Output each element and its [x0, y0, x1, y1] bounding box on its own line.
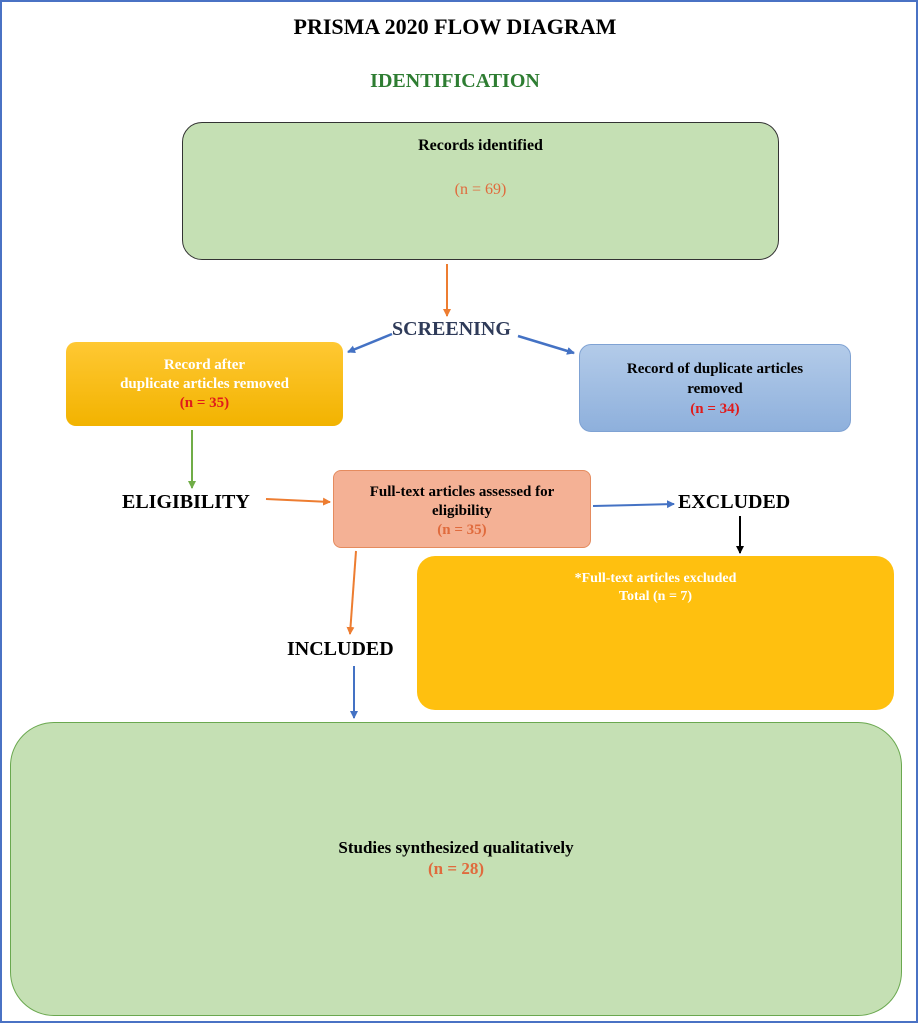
full-text-assessed-count: (n = 35) [437, 522, 487, 538]
after-duplicates-count: (n = 35) [179, 395, 230, 411]
after-duplicates-box: Record after duplicate articles removed … [66, 342, 343, 426]
stage-excluded: EXCLUDED [678, 491, 791, 513]
records-identified-count: (n = 69) [454, 181, 507, 198]
duplicates-removed-line2: removed [687, 381, 743, 397]
full-text-assessed-line2: eligibility [432, 503, 492, 519]
after-duplicates-line1: Record after [163, 357, 246, 373]
full-text-excluded-line1: *Full-text articles excluded [574, 571, 737, 586]
diagram-title: PRISMA 2020 FLOW DIAGRAM [293, 14, 617, 39]
stage-identification: IDENTIFICATION [370, 70, 540, 92]
stage-eligibility: ELIGIBILITY [122, 491, 250, 513]
duplicates-removed-line1: Record of duplicate articles [626, 361, 804, 377]
duplicates-removed-count: (n = 34) [690, 401, 740, 417]
duplicates-removed-box: Record of duplicate articles removed (n … [579, 344, 851, 432]
synthesized-box: Studies synthesized qualitatively (n = 2… [10, 722, 902, 1016]
full-text-excluded-box: *Full-text articles excluded Total (n = … [417, 556, 894, 710]
stage-screening: SCREENING [392, 318, 511, 340]
arrow-screening-to-after [347, 332, 393, 354]
records-identified-box: Records identified (n = 69) [182, 122, 779, 260]
records-identified-label: Records identified [418, 137, 543, 154]
arrow-fulltext-to-excluded [592, 500, 675, 509]
arrow-screening-to-duplicates [517, 334, 575, 355]
arrow-eligibility-to-fulltext [265, 497, 331, 506]
stage-included: INCLUDED [287, 638, 394, 660]
full-text-assessed-box: Full-text articles assessed for eligibil… [333, 470, 591, 548]
synthesized-label: Studies synthesized qualitatively [338, 838, 574, 857]
full-text-assessed-line1: Full-text articles assessed for [369, 484, 555, 500]
full-text-excluded-line2: Total (n = 7) [618, 589, 693, 604]
synthesized-count: (n = 28) [428, 859, 484, 878]
arrow-fulltext-to-included [346, 550, 357, 635]
after-duplicates-line2: duplicate articles removed [120, 376, 289, 392]
